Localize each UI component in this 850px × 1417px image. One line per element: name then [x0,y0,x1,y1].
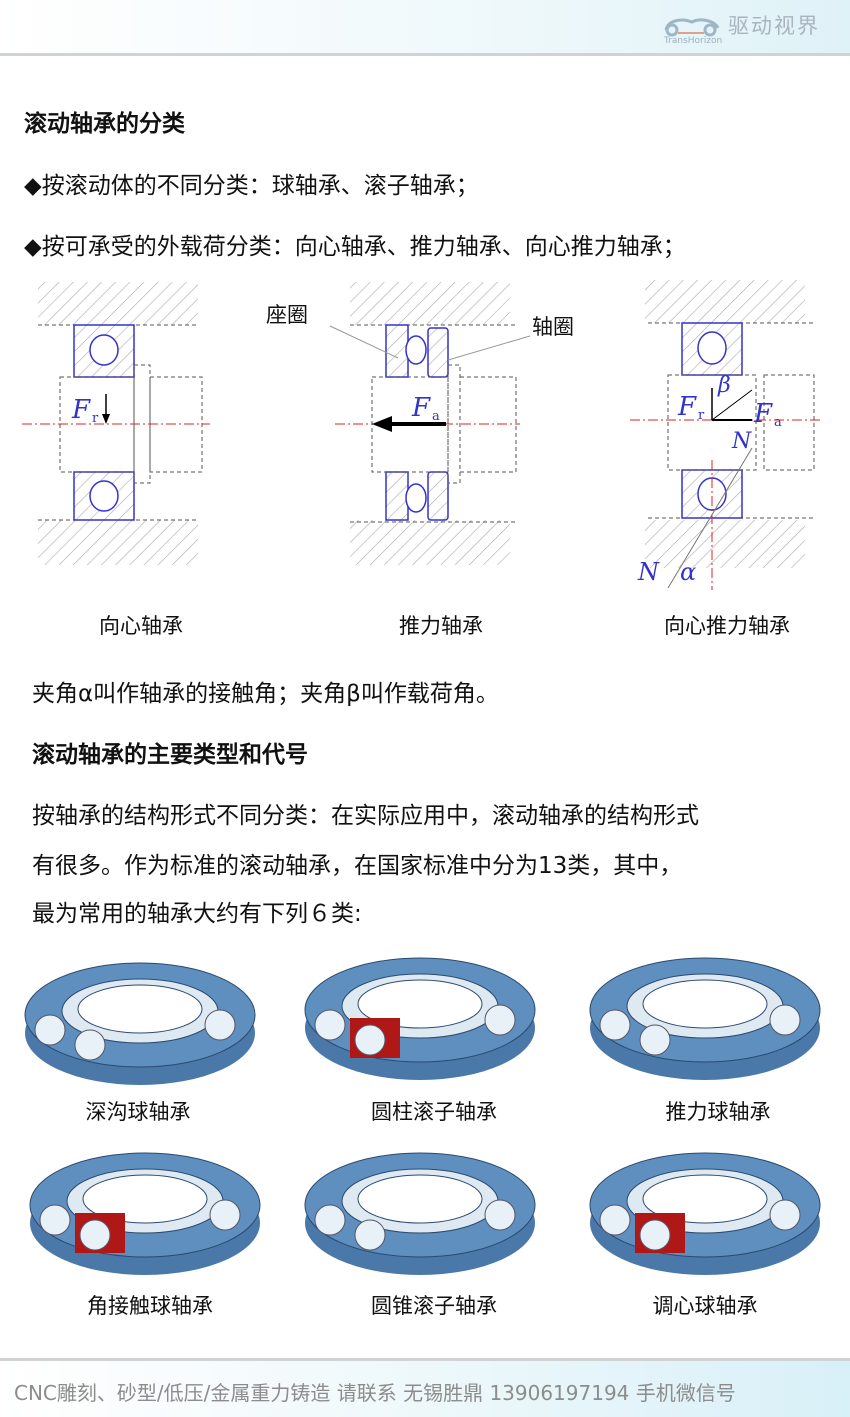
caption-radial: 向心轴承 [99,614,183,638]
logo-subtext: TransHorizon [664,36,723,46]
fr-label: F [71,395,91,425]
caption-angular: 向心推力轴承 [664,614,790,638]
paragraph-line-2: 有很多。作为标准的滚动轴承，在国家标准中分为13类，其中， [32,853,683,879]
seat-ring-label: 座圈 [266,303,308,327]
type-label: 推力球轴承 [665,1100,771,1124]
fa-label: F [753,399,773,429]
paragraph-line-1: 按轴承的结构形式不同分类：在实际应用中，滚动轴承的结构形式 [32,803,699,829]
n-label: N [731,429,752,454]
beta-label: β [717,373,731,398]
logo-text: 驱动视界 [728,14,820,38]
bearing-image [304,1152,536,1275]
type-label: 深沟球轴承 [85,1100,191,1124]
fr-label: F [677,392,697,422]
bullet-2: ◆按可承受的外载荷分类：向心轴承、推力轴承、向心推力轴承； [24,234,686,260]
fr-sub: r [698,408,705,423]
footer: CNC雕刻、砂型/低压/金属重力铸造 请联系 无锡胜鼎 13906197194 … [0,1358,850,1417]
section-title-2: 滚动轴承的主要类型和代号 [32,742,308,768]
angle-note: 夹角α叫作轴承的接触角；夹角β叫作载荷角。 [32,681,499,707]
type-label: 圆柱滚子轴承 [371,1100,497,1124]
n-label-lower: N [637,558,660,586]
section-title: 滚动轴承的分类 [24,111,185,137]
bearing-image [589,1152,821,1275]
footer-contact: CNC雕刻、砂型/低压/金属重力铸造 请联系 无锡胜鼎 13906197194 … [14,1381,736,1405]
shaft-ring-label: 轴圈 [532,315,574,339]
caption-thrust: 推力轴承 [399,614,483,638]
fa-sub: a [774,415,782,430]
alpha-label: α [680,558,696,586]
logo: 驱动视界 TransHorizon [662,10,820,46]
fa-sub: a [432,409,440,424]
type-label: 角接触球轴承 [87,1294,213,1318]
angular-bearing-diagram: F r F a β N N α [630,280,820,590]
type-label: 圆锥滚子轴承 [371,1294,497,1318]
bullet-1: ◆按滚动体的不同分类：球轴承、滚子轴承； [24,173,479,199]
bearing-diagrams: F r F a 座圈 轴圈 F r F a β N N α [22,280,820,590]
bearing-image [589,957,821,1080]
radial-bearing-diagram: F r [22,282,210,565]
bearing-image [304,957,536,1080]
thrust-bearing-diagram: F a [329,282,531,565]
header: 驱动视界 TransHorizon [0,0,850,56]
bearing-images [24,957,821,1275]
fr-sub: r [92,411,99,426]
type-label: 调心球轴承 [652,1294,758,1318]
fa-label: F [411,393,431,423]
bearing-image [29,1152,261,1275]
paragraph-line-3: 最为常用的轴承大约有下列６类: [32,901,362,927]
car-logo-icon [664,18,720,37]
bearing-image [24,962,256,1085]
